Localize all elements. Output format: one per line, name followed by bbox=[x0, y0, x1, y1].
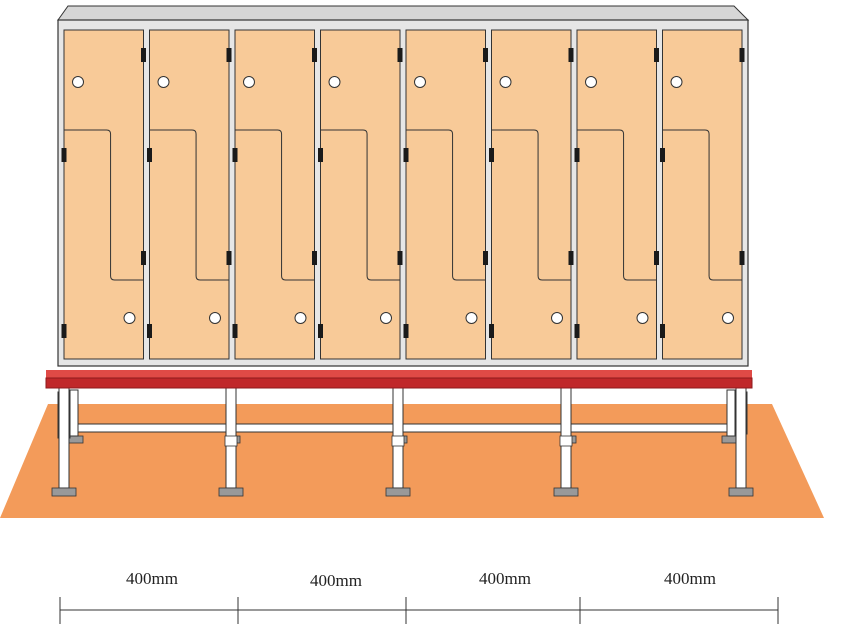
bench-seat-top bbox=[46, 370, 752, 378]
lock-hole-upper bbox=[243, 76, 255, 88]
dimension-label: 400mm bbox=[664, 569, 716, 588]
locker-column bbox=[147, 29, 232, 360]
hinge-upper-right bbox=[739, 48, 745, 62]
bench-leg-rear bbox=[726, 389, 736, 437]
hinge-lower-left bbox=[232, 324, 238, 338]
lock-hole-upper bbox=[157, 76, 170, 88]
hinge-upper-left bbox=[660, 148, 665, 162]
hinge-upper-left bbox=[574, 148, 580, 162]
locker-cabinet bbox=[57, 5, 750, 367]
hinge-lower-right bbox=[654, 251, 659, 265]
bench-rail bbox=[63, 423, 745, 433]
locker-doors bbox=[61, 29, 745, 360]
hinge-lower-right bbox=[312, 251, 317, 265]
hinge-lower-left bbox=[403, 324, 409, 338]
lock-hole-upper bbox=[670, 76, 683, 88]
bench-leg bbox=[735, 387, 747, 489]
bench-frame bbox=[51, 387, 754, 497]
bench-seat-front bbox=[45, 377, 753, 389]
lock-hole-upper bbox=[328, 76, 341, 88]
hinge-lower-right bbox=[141, 251, 146, 265]
door-split-line bbox=[64, 129, 144, 281]
hinge-lower-right bbox=[226, 251, 232, 265]
dimension-label: 400mm bbox=[310, 571, 362, 590]
hinge-upper-left bbox=[318, 148, 323, 162]
door-split-line bbox=[577, 129, 657, 281]
door-split-line bbox=[320, 129, 400, 281]
door-panel bbox=[576, 29, 657, 360]
door-split-line bbox=[235, 129, 315, 281]
locker-column bbox=[318, 29, 403, 360]
lock-hole-lower bbox=[465, 312, 478, 324]
hinge-upper-right bbox=[483, 48, 488, 62]
locker-column bbox=[232, 29, 317, 360]
cabinet-top bbox=[57, 5, 750, 21]
lock-hole-lower bbox=[722, 312, 734, 324]
hinge-lower-left bbox=[660, 324, 665, 338]
bench-foot bbox=[51, 487, 77, 497]
locker-column bbox=[489, 29, 574, 360]
hinge-upper-left bbox=[147, 148, 152, 162]
lock-hole-lower bbox=[209, 312, 221, 324]
hinge-upper-right bbox=[226, 48, 232, 62]
dimension-labels: 400mm 400mm 400mm 400mm bbox=[126, 569, 716, 590]
bench-foot-rear bbox=[68, 435, 84, 444]
hinge-upper-right bbox=[312, 48, 317, 62]
lock-hole-upper bbox=[585, 76, 597, 88]
bench-foot bbox=[553, 487, 579, 497]
bench-leg bbox=[58, 387, 70, 489]
hinge-lower-right bbox=[397, 251, 403, 265]
dimension-label: 400mm bbox=[479, 569, 531, 588]
hinge-upper-right bbox=[654, 48, 659, 62]
lock-hole-lower bbox=[123, 312, 136, 324]
door-split-line bbox=[149, 129, 229, 281]
lock-hole-lower bbox=[636, 312, 649, 324]
hinge-upper-left bbox=[403, 148, 409, 162]
bench-foot-rear bbox=[721, 435, 737, 444]
bench-foot bbox=[728, 487, 754, 497]
hinge-lower-right bbox=[568, 251, 574, 265]
dimension-label: 400mm bbox=[126, 569, 178, 588]
bench-seat bbox=[45, 370, 753, 389]
hinge-lower-left bbox=[318, 324, 323, 338]
bench-foot bbox=[218, 487, 244, 497]
bench-foot bbox=[385, 487, 411, 497]
lock-hole-lower bbox=[294, 312, 307, 324]
locker-column bbox=[61, 29, 146, 360]
hinge-upper-right bbox=[141, 48, 146, 62]
hinge-upper-right bbox=[568, 48, 574, 62]
locker-column bbox=[574, 29, 659, 360]
hinge-upper-left bbox=[232, 148, 238, 162]
bench-joint bbox=[559, 435, 573, 447]
door-split-line bbox=[662, 129, 742, 281]
hinge-lower-left bbox=[147, 324, 152, 338]
bench-joint bbox=[391, 435, 405, 447]
lock-hole-upper bbox=[414, 76, 426, 88]
hinge-upper-left bbox=[489, 148, 494, 162]
hinge-lower-left bbox=[489, 324, 494, 338]
door-split-line bbox=[491, 129, 571, 281]
locker-column bbox=[403, 29, 488, 360]
hinge-lower-left bbox=[61, 324, 67, 338]
bench-leg-rear bbox=[69, 389, 79, 437]
dimension-line bbox=[59, 597, 779, 624]
hinge-upper-right bbox=[397, 48, 403, 62]
door-split-line bbox=[406, 129, 486, 281]
lock-hole-upper bbox=[72, 76, 84, 88]
lock-hole-upper bbox=[499, 76, 512, 88]
bench-joint bbox=[224, 435, 238, 447]
hinge-lower-left bbox=[574, 324, 580, 338]
hinge-lower-right bbox=[739, 251, 745, 265]
hinge-upper-left bbox=[61, 148, 67, 162]
lock-hole-lower bbox=[551, 312, 563, 324]
hinge-lower-right bbox=[483, 251, 488, 265]
locker-column bbox=[660, 29, 745, 360]
floor bbox=[0, 404, 824, 518]
lock-hole-lower bbox=[380, 312, 392, 324]
